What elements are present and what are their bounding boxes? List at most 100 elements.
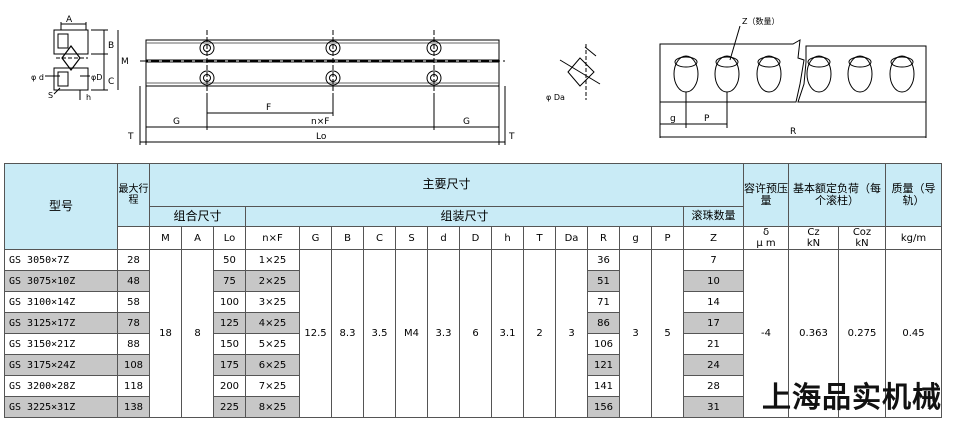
cell-R: 156: [587, 396, 620, 418]
cell-nxF: 3×25: [245, 291, 300, 313]
subheader-h: h: [491, 226, 524, 250]
cell-stroke: 88: [117, 333, 150, 355]
cell-stroke: 118: [117, 375, 150, 397]
label-G-right: G: [463, 117, 470, 127]
cell-stroke: 108: [117, 354, 150, 376]
cell-nxF: 5×25: [245, 333, 300, 355]
cell-stroke: 78: [117, 312, 150, 334]
cell-model: GS 3100×14Z: [4, 291, 118, 313]
header-max-stroke: 最大行程: [117, 163, 150, 227]
cell-Lo: 50: [213, 249, 246, 271]
subheader-stroke-blank: [117, 226, 150, 250]
label-S: S: [48, 91, 53, 100]
roller-detail: φ Da: [546, 44, 601, 102]
cell-D: 6: [459, 249, 492, 418]
cage-rollers: [673, 55, 915, 93]
delta-symbol: δ: [762, 227, 770, 239]
cell-d: 3.3: [427, 249, 460, 418]
cell-A: 8: [181, 249, 214, 418]
cz-symbol: Cz: [807, 227, 820, 239]
header-load-rating: 基本额定负荷（每个滚柱）: [788, 163, 886, 227]
cell-R: 141: [587, 375, 620, 397]
cell-Lo: 100: [213, 291, 246, 313]
table-row: GS 3100×14Z 58 100 3×25 71 14: [4, 291, 942, 313]
subheader-Z: Z: [683, 226, 744, 250]
cell-model: GS 3225×31Z: [4, 396, 118, 418]
cell-P: 5: [651, 249, 684, 418]
coz-unit: kN: [855, 238, 869, 249]
cell-Z: 14: [683, 291, 744, 313]
cell-Z: 28: [683, 375, 744, 397]
label-B: B: [108, 41, 114, 51]
cell-model: GS 3125×17Z: [4, 312, 118, 334]
cell-R: 71: [587, 291, 620, 313]
header-combined-dims: 组合尺寸: [149, 206, 246, 227]
delta-unit: μ m: [756, 238, 776, 249]
cell-R: 121: [587, 354, 620, 376]
label-P: P: [704, 114, 710, 124]
label-T-left: T: [127, 132, 134, 142]
label-g: g: [670, 114, 676, 124]
cell-nxF: 1×25: [245, 249, 300, 271]
cell-Z: 21: [683, 333, 744, 355]
header-ball-count: 滚珠数量: [683, 206, 744, 227]
subheader-nxF: n×F: [245, 226, 300, 250]
cell-model: GS 3200×28Z: [4, 375, 118, 397]
table-row: GS 3200×28Z 118 200 7×25 141 28: [4, 375, 942, 397]
header-model: 型号: [4, 163, 118, 250]
subheader-Lo: Lo: [213, 226, 246, 250]
label-nxF: n×F: [311, 117, 329, 127]
label-phi-d: φ d: [31, 73, 44, 82]
table-row: GS 3225×31Z 138 225 8×25 156 31: [4, 396, 942, 418]
cell-h: 3.1: [491, 249, 524, 418]
label-G-left: G: [173, 117, 180, 127]
cell-Da: 3: [555, 249, 588, 418]
cell-model: GS 3075×10Z: [4, 270, 118, 292]
company-watermark: 上海品实机械: [762, 380, 943, 414]
cell-R: 51: [587, 270, 620, 292]
cell-R: 106: [587, 333, 620, 355]
table-row: GS 3125×17Z 78 125 4×25 86 17: [4, 312, 942, 334]
cross-section-view: A B C M φ d φD S h: [31, 15, 129, 102]
subheader-Da: Da: [555, 226, 588, 250]
cell-delta: -4: [743, 249, 789, 418]
cell-nxF: 6×25: [245, 354, 300, 376]
cell-stroke: 48: [117, 270, 150, 292]
subheader-d: d: [427, 226, 460, 250]
rail-plan-view: F G n×F G Lo T T: [127, 30, 515, 145]
subheader-g: g: [619, 226, 652, 250]
cz-unit: kN: [806, 238, 821, 249]
label-R: R: [790, 127, 796, 137]
cell-B: 8.3: [331, 249, 364, 418]
label-C: C: [108, 77, 114, 87]
label-phi-Da: φ Da: [546, 93, 565, 102]
cell-g: 3: [619, 249, 652, 418]
subheader-B: B: [331, 226, 364, 250]
cell-stroke: 138: [117, 396, 150, 418]
cell-R: 36: [587, 249, 620, 271]
cell-Z: 24: [683, 354, 744, 376]
cell-mass: 0.45: [885, 249, 942, 418]
subheader-D: D: [459, 226, 492, 250]
header-preload: 容许预压量: [743, 163, 789, 227]
cell-Z: 31: [683, 396, 744, 418]
coz-symbol: Coz: [852, 227, 872, 239]
spec-table: 型号 最大行程 主要尺寸 容许预压量 基本额定负荷（每个滚柱） 质量（导轨） 组…: [4, 163, 942, 418]
cell-G: 12.5: [299, 249, 332, 418]
table-row: GS 3075×10Z 48 75 2×25 51 10: [4, 270, 942, 292]
cell-T: 2: [523, 249, 556, 418]
label-F: F: [266, 103, 271, 113]
cell-model: GS 3150×21Z: [4, 333, 118, 355]
cell-Lo: 150: [213, 333, 246, 355]
table-row: GS 3050×7Z 28 18 8 50 1×25 12.5 8.3 3.5 …: [4, 249, 942, 418]
label-Lo: Lo: [316, 132, 327, 142]
header-assembly-dims: 组装尺寸: [245, 206, 684, 227]
roller-cage-view: Z（数量） g P R: [659, 16, 927, 138]
cell-model: GS 3175×24Z: [4, 354, 118, 376]
label-T-right: T: [508, 132, 515, 142]
label-Z-count: Z（数量）: [742, 16, 779, 26]
header-main-dims: 主要尺寸: [149, 163, 744, 207]
